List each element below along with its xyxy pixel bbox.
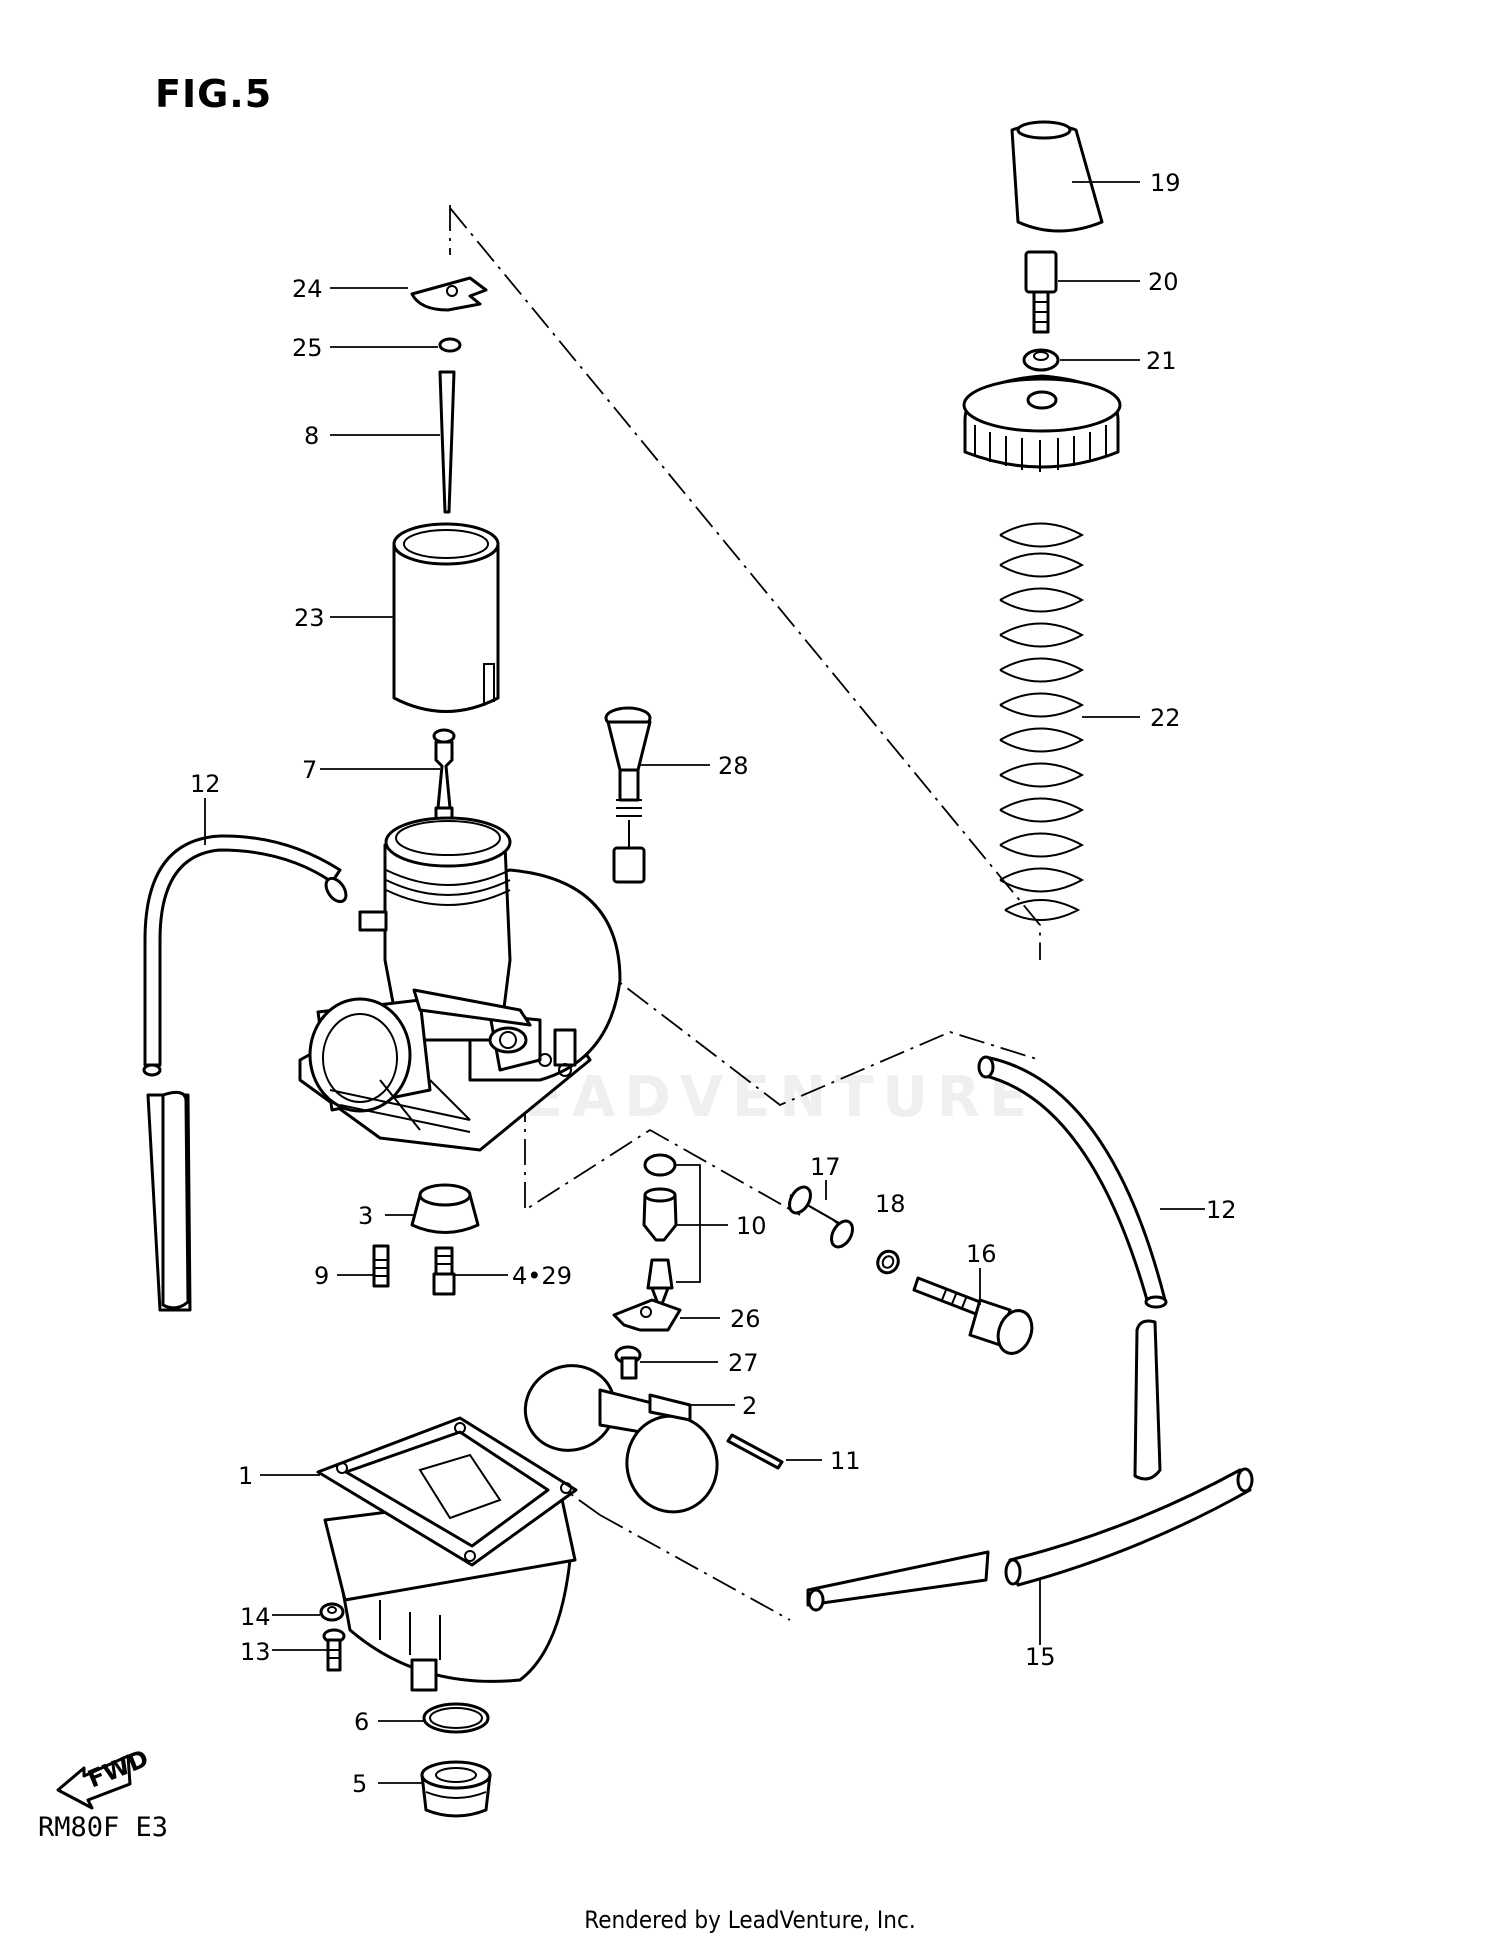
callout-10: 10 <box>736 1212 767 1240</box>
part-1-float-chamber <box>260 1416 578 1692</box>
callout-9: 9 <box>314 1262 329 1290</box>
fwd-arrow-icon: FWD <box>56 1744 152 1810</box>
figure-title: FIG.5 <box>155 72 273 116</box>
part-27-screw <box>614 1345 718 1380</box>
callout-2: 2 <box>742 1392 757 1420</box>
part-6-o-ring <box>378 1702 490 1734</box>
part-19-cap <box>1010 120 1140 233</box>
callout-7: 7 <box>302 756 317 784</box>
footer-credit: Rendered by LeadVenture, Inc. <box>584 1906 916 1934</box>
callout-11: 11 <box>830 1447 861 1475</box>
callout-12-left: 12 <box>190 770 221 798</box>
part-10-needle-valve <box>642 1153 728 1306</box>
part-28-starter-plunger <box>604 706 710 884</box>
part-12-hose-right <box>977 1055 1205 1481</box>
callout-labels: 1 2 3 4•29 5 6 7 8 9 10 11 12 12 13 14 1… <box>190 169 1237 1798</box>
callout-6: 6 <box>354 1708 369 1736</box>
part-4-29-jet <box>432 1246 508 1296</box>
callout-26: 26 <box>730 1305 761 1333</box>
part-8-needle <box>330 370 456 514</box>
part-18-o-ring <box>876 1249 900 1275</box>
callout-8: 8 <box>304 422 319 450</box>
part-11-pin <box>726 1433 822 1470</box>
callout-13: 13 <box>240 1638 271 1666</box>
callout-28: 28 <box>718 752 749 780</box>
part-5-plug <box>378 1760 492 1818</box>
part-2-float <box>523 1364 735 1514</box>
callout-23: 23 <box>294 604 325 632</box>
part-7-needle-jet <box>320 728 456 830</box>
callout-27: 27 <box>728 1349 759 1377</box>
callout-1: 1 <box>238 1462 253 1490</box>
part-24-clip-plate <box>330 276 488 312</box>
callout-20: 20 <box>1148 268 1179 296</box>
part-13-screw <box>272 1628 346 1672</box>
callout-21: 21 <box>1146 347 1177 375</box>
callout-5: 5 <box>352 1770 367 1798</box>
part-23-throttle-valve <box>330 522 500 713</box>
part-20-adjuster <box>1024 250 1140 334</box>
part-12-hose-left <box>142 798 348 1312</box>
part-9-jet <box>337 1244 390 1288</box>
callout-12-right: 12 <box>1206 1196 1237 1224</box>
part-17-spring <box>788 1180 854 1249</box>
callout-19: 19 <box>1150 169 1181 197</box>
part-26-plate <box>612 1298 720 1332</box>
callout-16: 16 <box>966 1240 997 1268</box>
callout-25: 25 <box>292 334 323 362</box>
callout-18: 18 <box>875 1190 906 1218</box>
callout-24: 24 <box>292 275 323 303</box>
callout-22: 22 <box>1150 704 1181 732</box>
part-14-washer <box>272 1602 345 1622</box>
carb-top-cap <box>962 374 1122 472</box>
part-22-spring <box>999 522 1140 921</box>
callout-3: 3 <box>358 1202 373 1230</box>
part-3 <box>385 1183 480 1234</box>
part-25-clip <box>330 337 462 353</box>
part-16-idle-screw <box>912 1268 1034 1355</box>
part-21-nut <box>1022 348 1140 372</box>
callout-17: 17 <box>810 1153 841 1181</box>
part-15-vent-hose <box>806 1467 1254 1645</box>
carburetor-body <box>298 816 622 1152</box>
model-code: RM80F E3 <box>38 1812 169 1843</box>
callout-15: 15 <box>1025 1643 1056 1671</box>
callout-4-29: 4•29 <box>512 1262 572 1290</box>
callout-14: 14 <box>240 1603 271 1631</box>
